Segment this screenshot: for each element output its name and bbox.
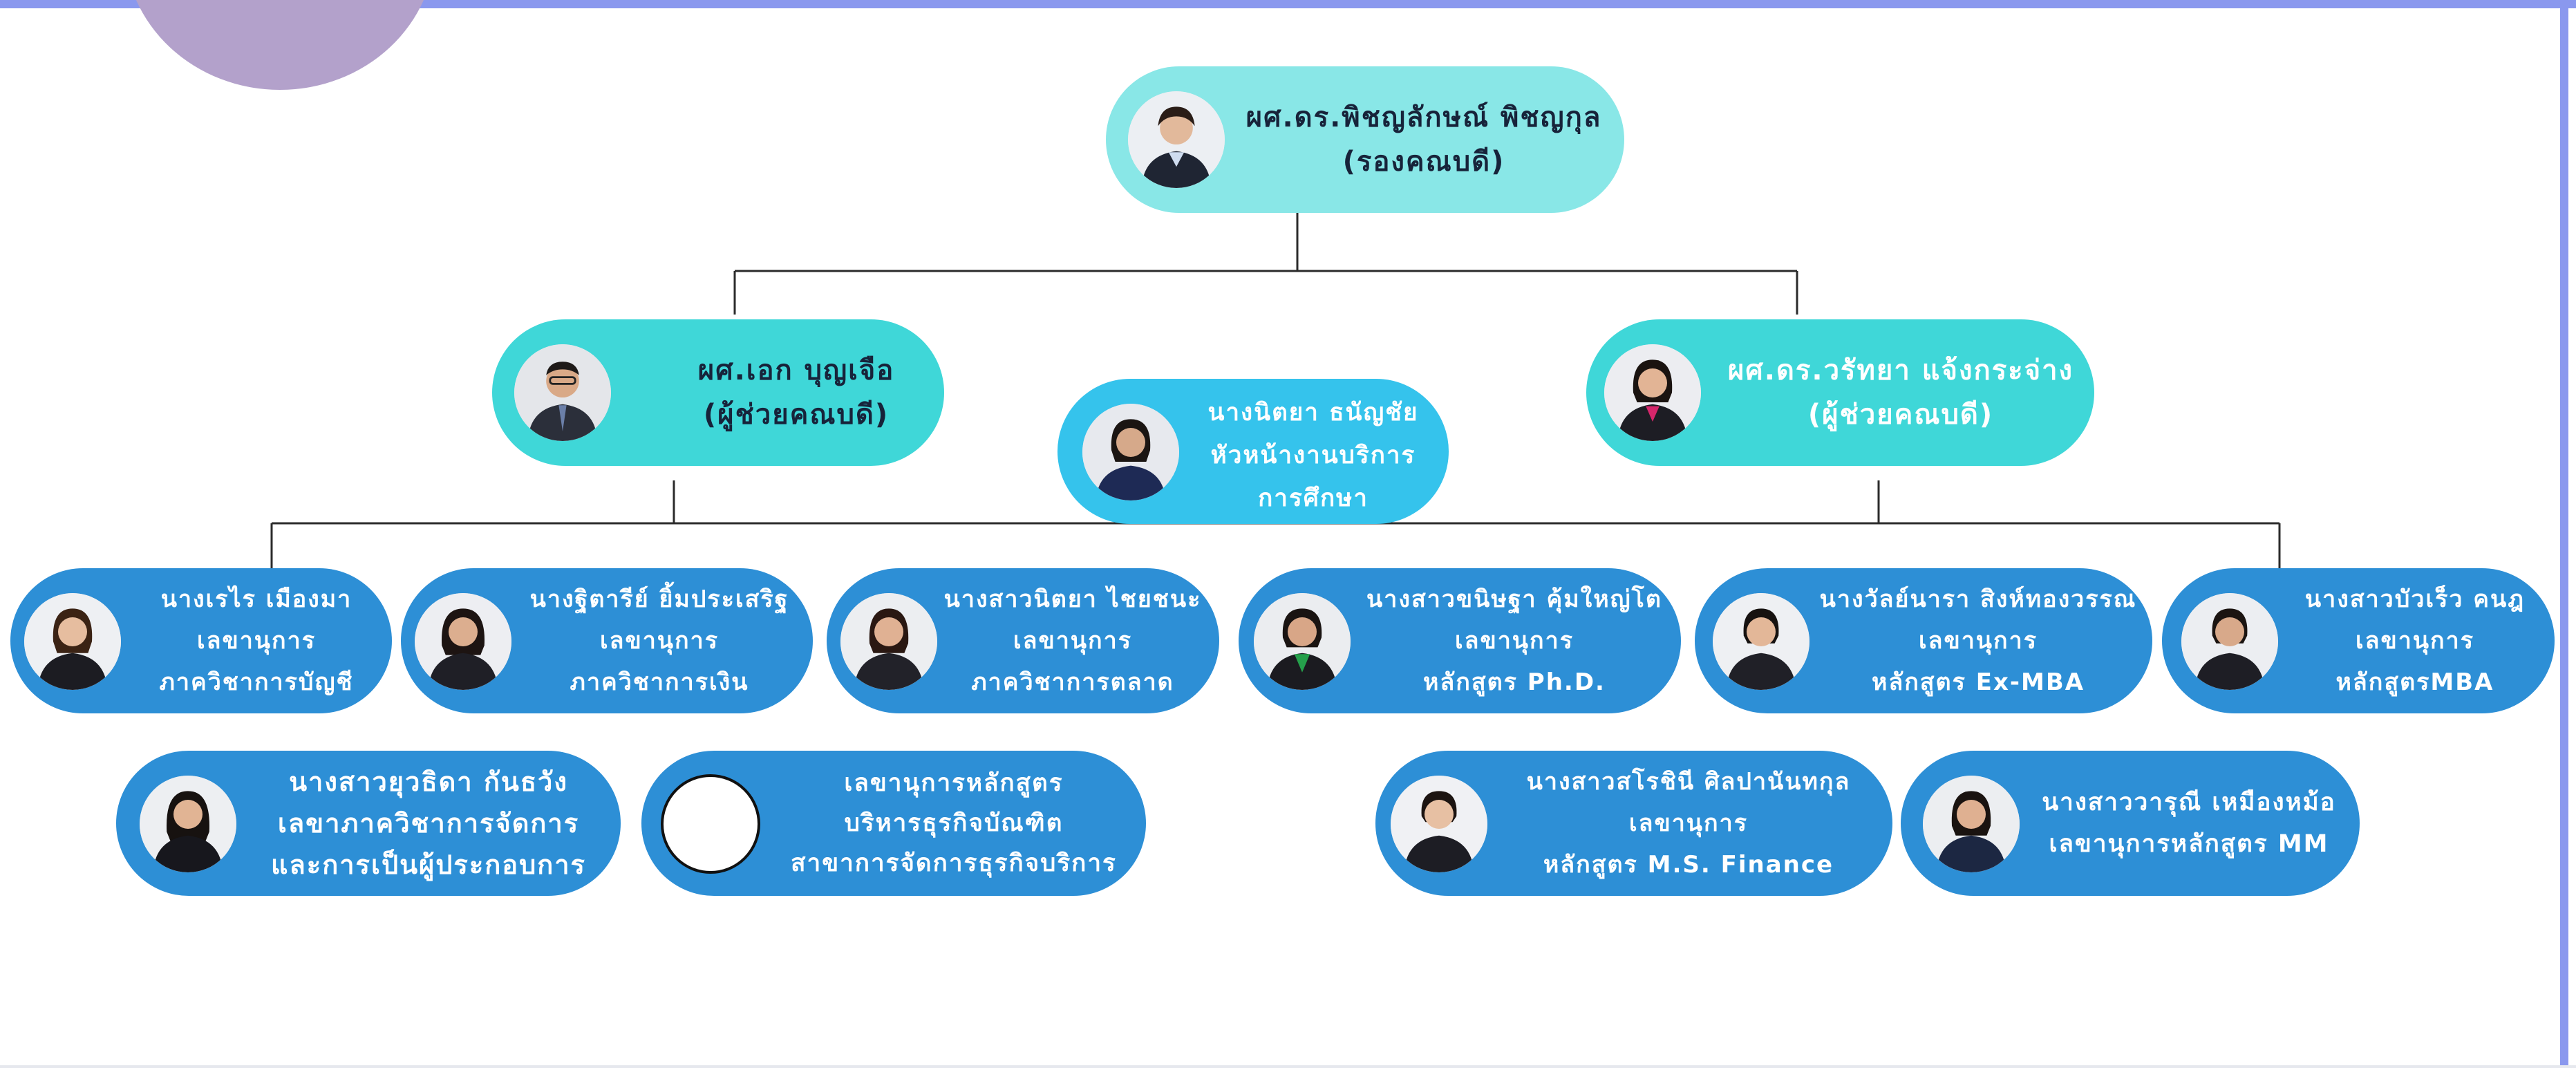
staff-unit: สาขาการจัดการธุรกิจบริการ [791,850,1117,877]
avatar [840,593,937,690]
staff-text: นางสาวยุวธิดา กันธวัง เลขาภาควิชาการจัดก… [243,760,614,886]
staff-unit: หลักสูตร Ph.D. [1423,668,1606,696]
person-photo-icon [514,344,611,441]
person-photo-icon [840,593,937,690]
staff-name: นางสาวขนิษฐา คุ้มใหญ่โต [1366,585,1662,613]
staff-role: เลขานุการ [197,627,316,655]
staff-role: เลขานุการ [1455,627,1574,655]
staff-name: นางสาวสโรชินี ศิลปานันทกุล [1526,768,1851,796]
staff-name: นางสาวยุวธิดา กันธวัง [289,767,568,797]
staff-text: นางสาวขนิษฐา คุ้มใหญ่โต เลขานุการ หลักสู… [1355,578,1674,704]
staff-role: เลขานุการ [2356,627,2474,655]
person-photo-icon [1604,344,1701,441]
staff-role: เลขานุการ [1919,627,2038,655]
avatar [1082,404,1179,500]
staff-node: เลขานุการหลักสูตร บริหารธุรกิจบัณฑิต สาข… [641,751,1146,896]
staff-name: นางฐิตารีย์ ยิ้มประเสริฐ [529,585,789,613]
executive-role: (รองคณบดี) [1342,146,1505,178]
staff-text: นางวัลย์นารา สิงห์ทองวรรณ เลขานุการ หลัก… [1811,578,2145,704]
person-photo-icon [1128,91,1225,188]
staff-node: นางสาวสโรชินี ศิลปานันทกุล เลขานุการ หลั… [1375,751,1892,896]
staff-name: นางวัลย์นารา สิงห์ทองวรรณ [1819,585,2137,613]
staff-text: นางเรไร เมืองมา เลขานุการ ภาควิชาการบัญช… [128,578,385,704]
executive-name: ผศ.ดร.พิชญลักษณ์ พิชญกุล [1245,102,1602,133]
person-photo-icon [1713,593,1809,690]
executive-node: ผศ.ดร.พิชญลักษณ์ พิชญกุล (รองคณบดี) [1106,66,1624,213]
staff-text: นางสาวนิตยา ไชยชนะ เลขานุการ ภาควิชาการต… [932,578,1214,704]
avatar [415,593,511,690]
assistant-text-left: ผศ.เอก บุญเจือ (ผู้ช่วยคณบดี) [658,340,934,445]
staff-name: นางเรไร เมืองมา [160,585,352,613]
staff-unit: หลักสูตร Ex-MBA [1871,668,2085,696]
avatar [1713,593,1809,690]
avatar [1604,344,1701,441]
avatar [1128,91,1225,188]
staff-node: นางสาวบัวเร็ว คนฎ เลขานุการ หลักสูตรMBA [2162,568,2555,713]
executive-text: ผศ.ดร.พิชญลักษณ์ พิชญกุล (รองคณบดี) [1230,83,1617,196]
person-photo-icon [1254,593,1351,690]
assistant-name: ผศ.ดร.วรัทยา แจ้งกระจ่าง [1727,355,2074,386]
right-border [2560,0,2568,1068]
avatar [1391,776,1487,872]
staff-unit: ภาควิชาการเงิน [570,668,749,696]
staff-unit: หลักสูตรMBA [2335,668,2494,696]
person-photo-icon [1082,404,1179,500]
staff-unit: ภาควิชาการบัญชี [159,668,354,696]
staff-text: เลขานุการหลักสูตร บริหารธุรกิจบัณฑิต สาข… [769,760,1139,886]
staff-role: เลขานุการ [600,627,719,655]
staff-role: เลขานุการ [1013,627,1132,655]
staff-node: นางวัลย์นารา สิงห์ทองวรรณ เลขานุการ หลัก… [1695,568,2152,713]
head-title-line2: การศึกษา [1258,485,1369,512]
staff-program: บริหารธุรกิจบัณฑิต [844,809,1064,837]
staff-text: นางสาวบัวเร็ว คนฎ เลขานุการ หลักสูตรMBA [2281,578,2549,704]
staff-node: นางเรไร เมืองมา เลขานุการ ภาควิชาการบัญช… [10,568,392,713]
staff-role: เลขาภาควิชาการจัดการ [277,808,580,839]
head-name: นางนิตยา ธนัญชัย [1207,399,1419,427]
avatar [1254,593,1351,690]
top-border [0,0,2576,8]
person-photo-icon [1391,776,1487,872]
staff-text: นางสาววารุณี เหมืองหม้อ เลขานุการหลักสูต… [2025,771,2353,875]
staff-title: เลขานุการหลักสูตร [844,769,1064,797]
person-photo-icon [415,593,511,690]
head-node: นางนิตยา ธนัญชัย หัวหน้างานบริการ การศึก… [1057,379,1449,524]
avatar [514,344,611,441]
staff-node: นางสาวนิตยา ไชยชนะ เลขานุการ ภาควิชาการต… [827,568,1219,713]
staff-name: นางสาวบัวเร็ว คนฎ [2304,585,2526,613]
head-text: นางนิตยา ธนัญชัย หัวหน้างานบริการ การศึก… [1189,390,1438,521]
staff-role: เลขานุการหลักสูตร MM [2049,830,2329,858]
avatar [140,776,236,872]
staff-node: นางสาววารุณี เหมืองหม้อ เลขานุการหลักสูต… [1901,751,2360,896]
person-photo-icon [24,593,121,690]
bottom-border [0,1065,2576,1068]
staff-node: นางสาวยุวธิดา กันธวัง เลขาภาควิชาการจัดก… [116,751,621,896]
assistant-role: (ผู้ช่วยคณบดี) [1807,399,1994,431]
staff-node: นางฐิตารีย์ ยิ้มประเสริฐ เลขานุการ ภาควิ… [401,568,813,713]
staff-unit: หลักสูตร M.S. Finance [1543,851,1834,879]
staff-unit: และการเป็นผู้ประกอบการ [271,850,586,880]
assistant-role: (ผู้ช่วยคณบดี) [703,399,890,431]
person-photo-icon [140,776,236,872]
person-photo-icon [2181,593,2278,690]
assistant-name: ผศ.เอก บุญเจือ [697,355,895,386]
empty-photo-placeholder [661,774,760,874]
staff-text: นางฐิตารีย์ ยิ้มประเสริฐ เลขานุการ ภาควิ… [511,578,807,704]
person-photo-icon [1923,776,2020,872]
staff-name: นางสาวนิตยา ไชยชนะ [943,585,1202,613]
staff-name: นางสาววารุณี เหมืองหม้อ [2042,789,2336,816]
avatar [2181,593,2278,690]
assistant-text-right: ผศ.ดร.วรัทยา แจ้งกระจ่าง (ผู้ช่วยคณบดี) [1718,340,2084,445]
staff-unit: ภาควิชาการตลาด [971,668,1174,696]
staff-role: เลขานุการ [1629,809,1748,837]
assistant-node-right: ผศ.ดร.วรัทยา แจ้งกระจ่าง (ผู้ช่วยคณบดี) [1586,319,2094,466]
assistant-node-left: ผศ.เอก บุญเจือ (ผู้ช่วยคณบดี) [492,319,944,466]
head-title: หัวหน้างานบริการ [1210,442,1416,469]
avatar [1923,776,2020,872]
staff-node: นางสาวขนิษฐา คุ้มใหญ่โต เลขานุการ หลักสู… [1239,568,1681,713]
staff-text: นางสาวสโรชินี ศิลปานันทกุล เลขานุการ หลั… [1492,760,1886,886]
avatar [24,593,121,690]
